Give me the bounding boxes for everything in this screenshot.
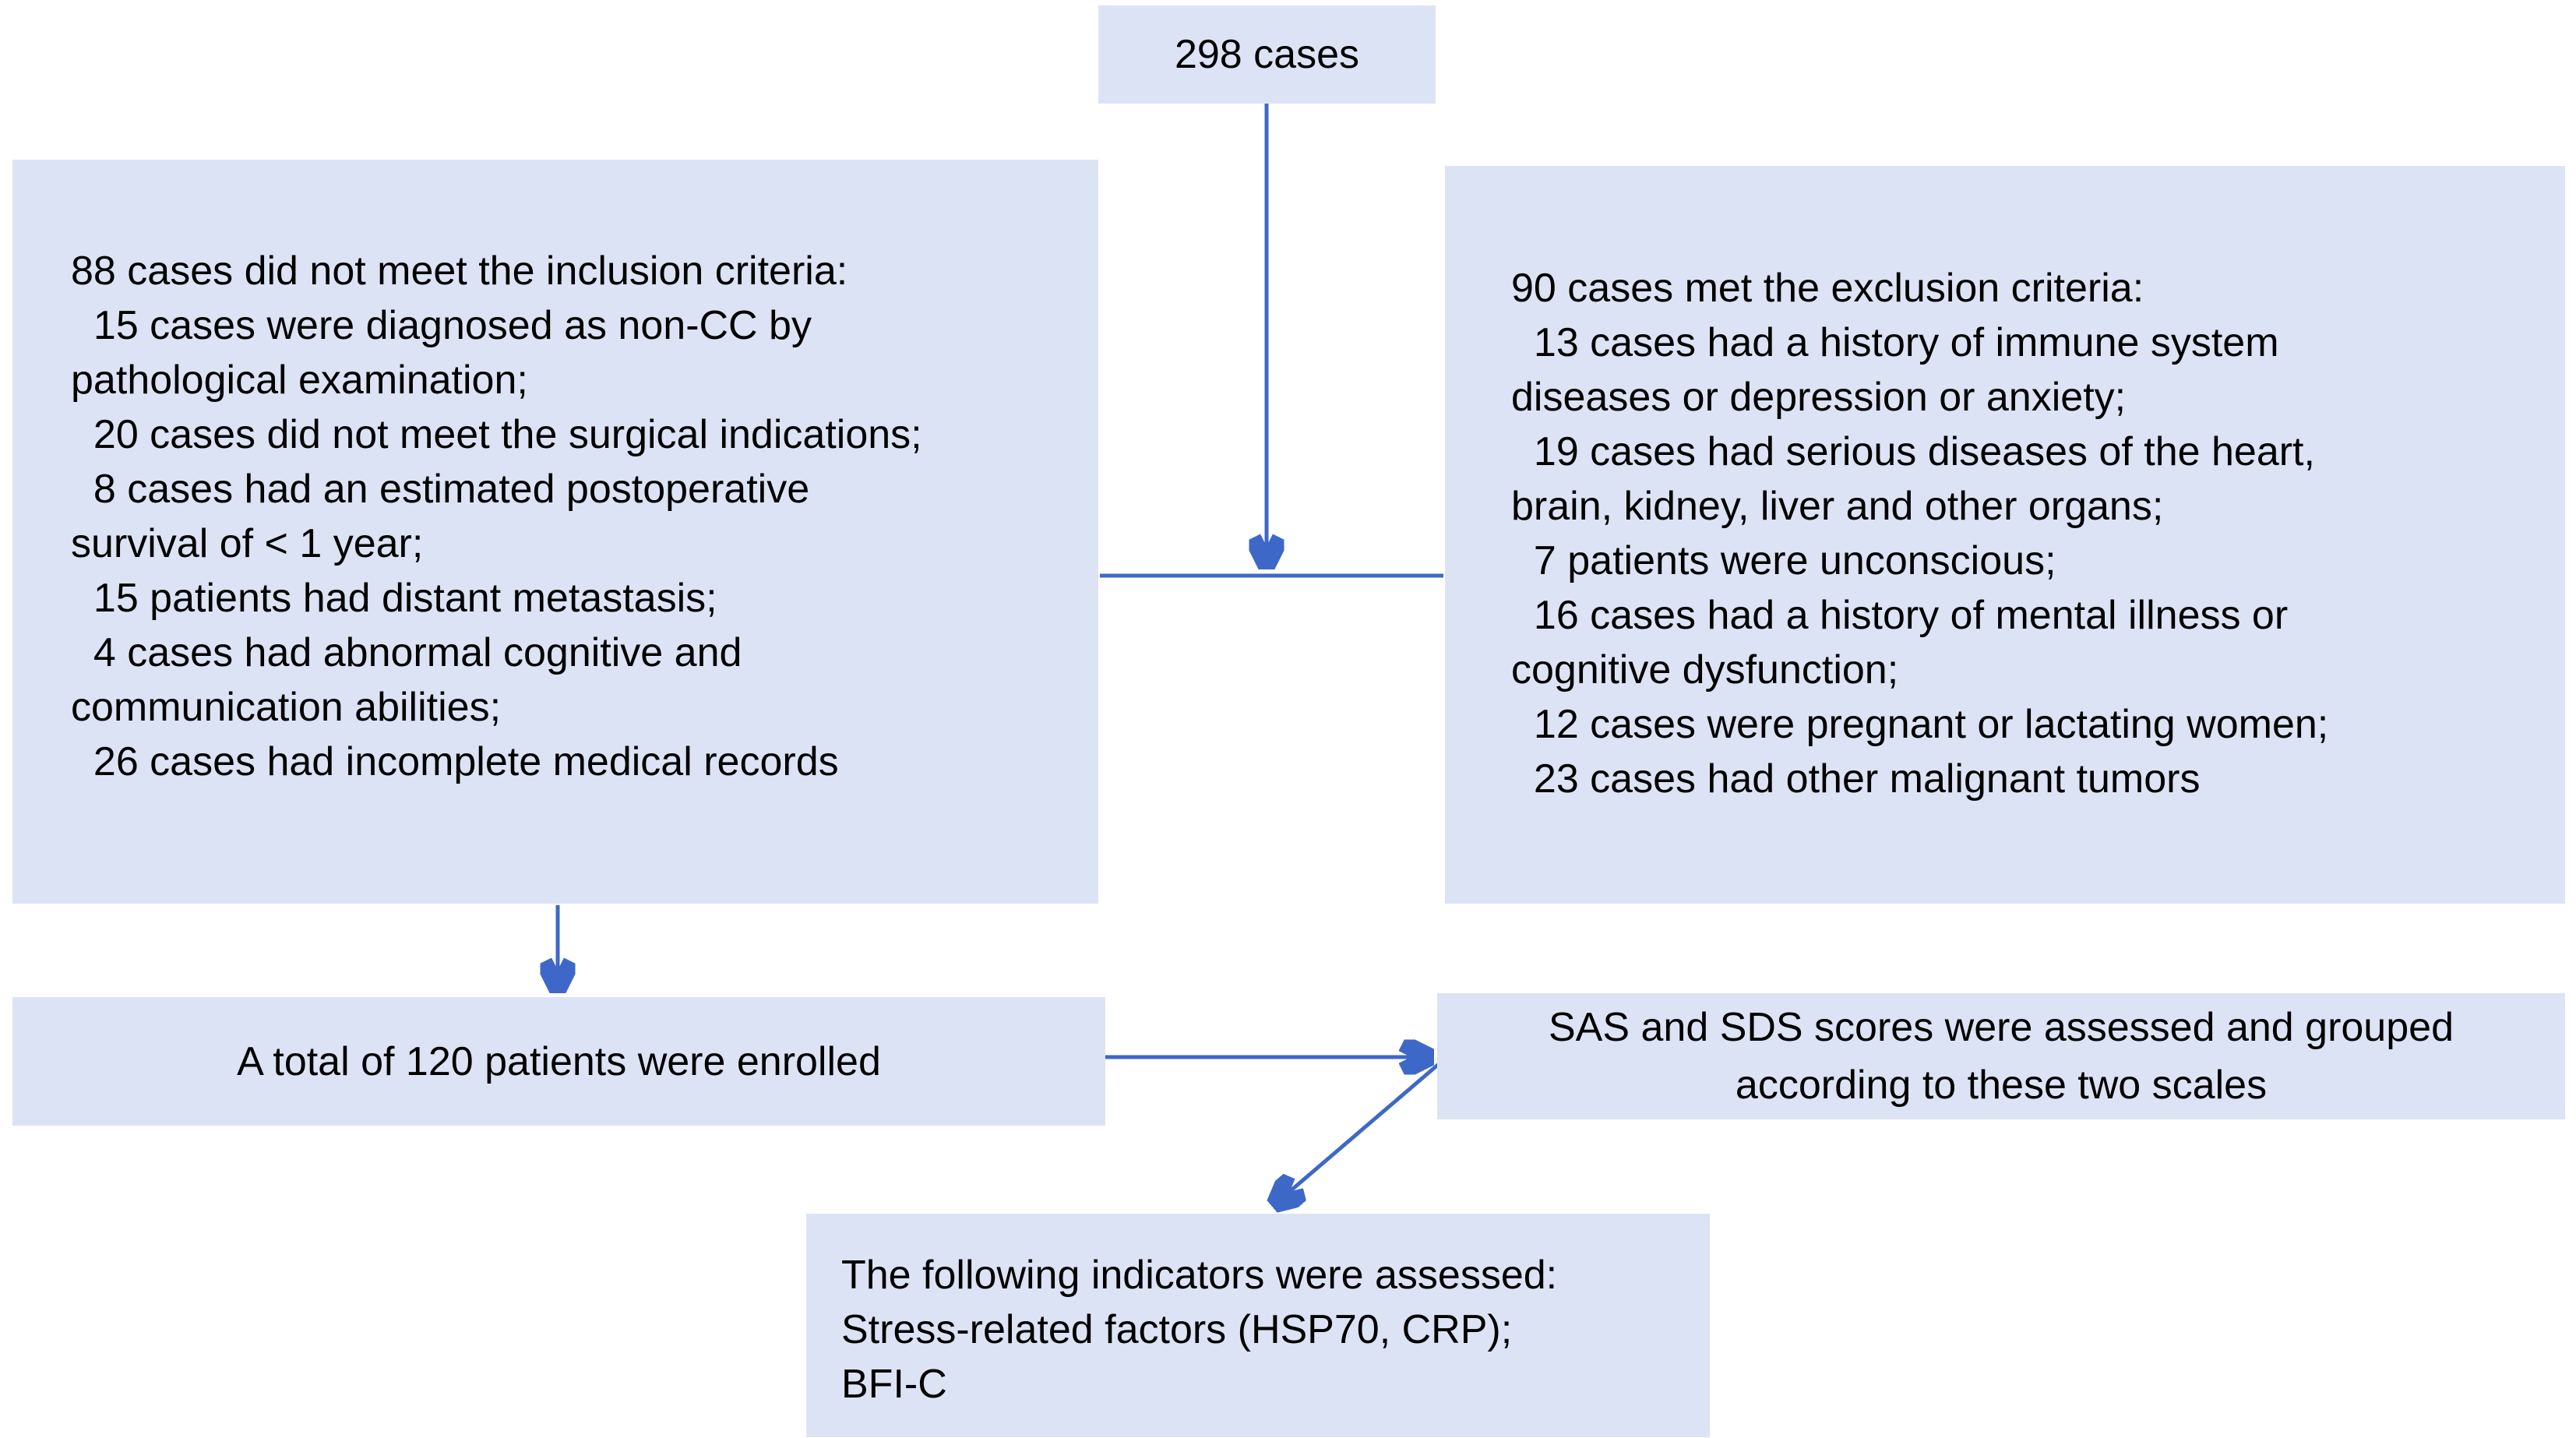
text-line: 20 cases did not meet the surgical indic…: [71, 412, 922, 457]
text-line: 23 cases had other malignant tumors: [1511, 756, 2201, 802]
text-line: 8 cases had an estimated postoperative: [71, 467, 810, 512]
text-line: BFI-C: [841, 1362, 947, 1407]
text-line: 15 cases were diagnosed as non-CC by: [71, 303, 812, 348]
text-line: 15 patients had distant metastasis;: [71, 576, 717, 621]
box-298-cases: 298 cases: [1098, 5, 1436, 104]
text-line: communication abilities;: [71, 685, 502, 730]
text-line: according to these two scales: [1735, 1063, 2268, 1108]
text-line: 16 cases had a history of mental illness…: [1511, 593, 2289, 638]
text-line: 90 cases met the exclusion criteria:: [1511, 266, 2144, 311]
box-exclusion-criteria: 90 cases met the exclusion criteria: 13 …: [1445, 166, 2565, 904]
text-line: 12 cases were pregnant or lactating wome…: [1511, 702, 2329, 747]
text-line: diseases or depression or anxiety;: [1511, 375, 2127, 420]
text-line: SAS and SDS scores were assessed and gro…: [1548, 1005, 2454, 1050]
text-line: 7 patients were unconscious;: [1511, 538, 2056, 583]
text-line: 26 cases had incomplete medical records: [71, 739, 839, 784]
text-line: 13 cases had a history of immune system: [1511, 320, 2279, 365]
box-sas-sds-scores: SAS and SDS scores were assessed and gro…: [1437, 993, 2565, 1119]
box-enrolled-label: A total of 120 patients were enrolled: [237, 1038, 881, 1084]
text-line: Stress-related factors (HSP70, CRP);: [841, 1307, 1513, 1352]
text-line: 19 cases had serious diseases of the hea…: [1511, 429, 2315, 474]
text-line: cognitive dysfunction;: [1511, 647, 1899, 693]
box-enrolled-total: A total of 120 patients were enrolled: [12, 997, 1105, 1126]
text-line: 88 cases did not meet the inclusion crit…: [71, 248, 848, 294]
text-line: 4 cases had abnormal cognitive and: [71, 630, 742, 675]
text-line: survival of < 1 year;: [71, 521, 424, 566]
box-inclusion-criteria: 88 cases did not meet the inclusion crit…: [12, 160, 1098, 904]
arrow-sas-to-indicators: [1277, 1063, 1440, 1202]
box-298-cases-label: 298 cases: [1174, 32, 1360, 77]
box-indicators-assessed: The following indicators were assessed: …: [806, 1214, 1710, 1437]
text-line: pathological examination;: [71, 358, 528, 403]
text-line: brain, kidney, liver and other organs;: [1511, 484, 2164, 529]
text-line: The following indicators were assessed:: [841, 1253, 1558, 1298]
